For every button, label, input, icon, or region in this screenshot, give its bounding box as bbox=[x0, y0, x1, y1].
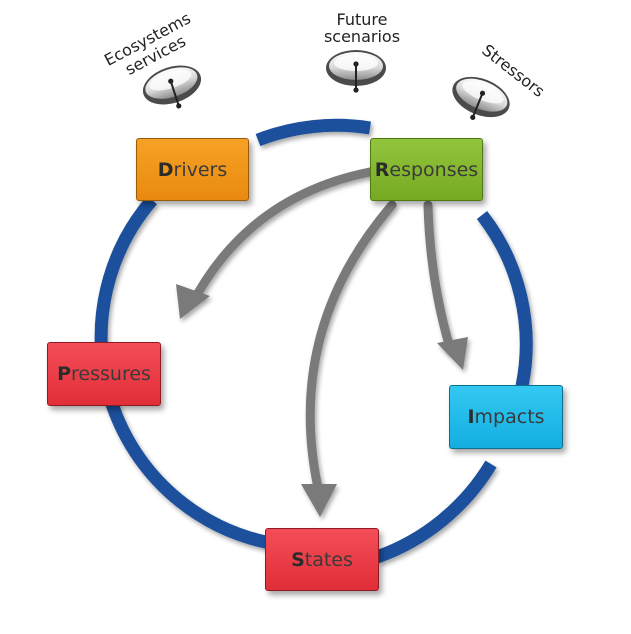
satellite-dish-icon bbox=[442, 68, 517, 133]
satellite-dish-icon bbox=[325, 49, 387, 94]
label-future-line2: scenarios bbox=[324, 27, 400, 46]
arrow-to-pressures bbox=[193, 167, 375, 298]
response-arrows bbox=[193, 167, 455, 493]
states-label-rest: tates bbox=[304, 548, 353, 571]
arrowhead-impacts bbox=[437, 337, 468, 370]
impacts-initial: I bbox=[467, 406, 475, 428]
pressures-label-rest: ressures bbox=[71, 363, 151, 385]
cycle-arc-top bbox=[255, 118, 372, 147]
arrowheads bbox=[176, 284, 468, 517]
drivers-label-rest: rivers bbox=[173, 158, 228, 181]
arrowhead-states bbox=[301, 484, 337, 517]
arrow-to-states bbox=[305, 200, 397, 493]
impacts-label-rest: mpacts bbox=[474, 406, 545, 428]
responses-initial: R bbox=[374, 158, 390, 181]
pressures-initial: P bbox=[57, 363, 72, 385]
drivers-initial: D bbox=[157, 158, 174, 181]
cycle-arc-bottom-right bbox=[374, 460, 497, 564]
responses-label-rest: esponses bbox=[389, 158, 479, 181]
label-future-line1: Future bbox=[337, 10, 388, 29]
arrowhead-pressures bbox=[176, 284, 210, 319]
arrow-to-impacts bbox=[423, 200, 455, 353]
states-initial: S bbox=[291, 548, 305, 571]
cycle-arc-right bbox=[476, 211, 533, 388]
